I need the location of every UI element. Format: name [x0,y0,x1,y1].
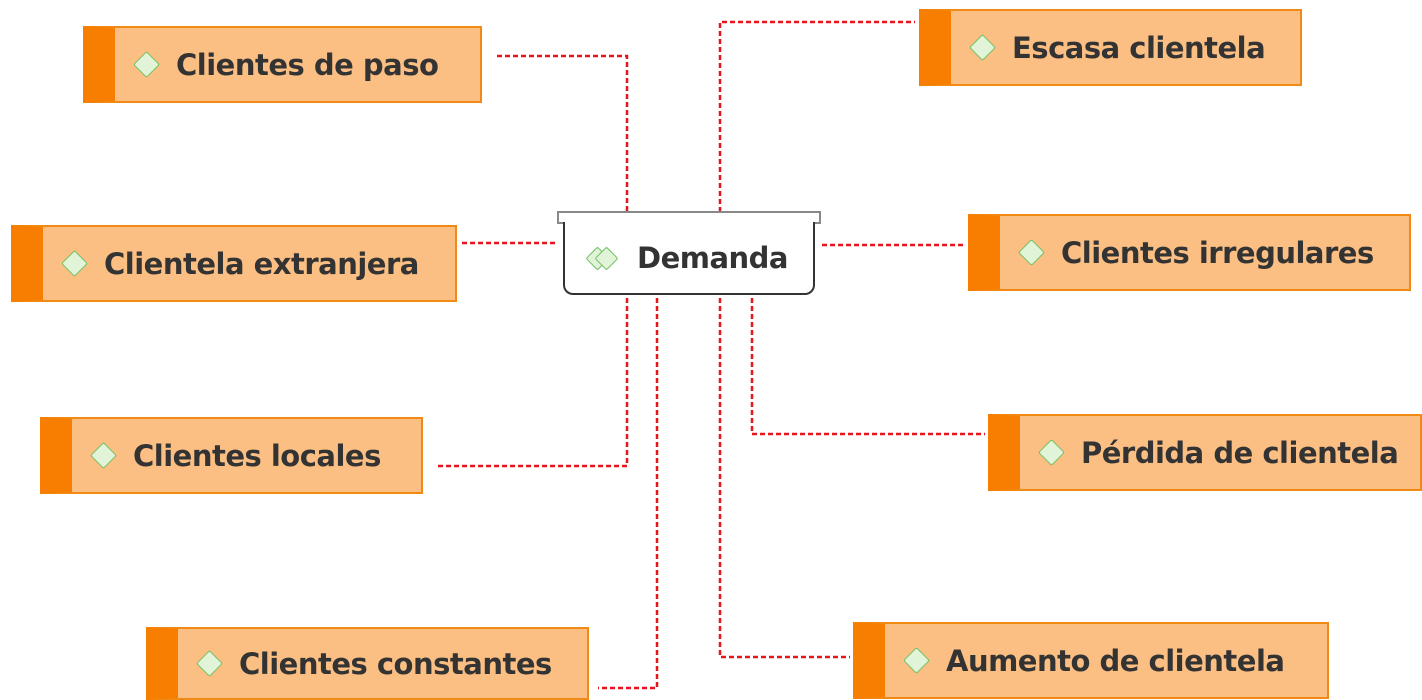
diamond-icon [1038,439,1065,466]
diamond-icon [969,34,996,61]
topic-clientes-irregulares[interactable]: Clientes irregulares [968,214,1411,291]
topic-label: Clientes de paso [176,47,439,82]
connector-clientes-locales [435,298,629,468]
topic-clientes-locales[interactable]: Clientes locales [40,417,423,494]
topic-clientes-constantes[interactable]: Clientes constantes [146,627,589,700]
topic-label: Clientes irregulares [1061,235,1374,270]
topic-escasa-clientela[interactable]: Escasa clientela [919,9,1302,86]
topic-label: Aumento de clientela [946,643,1285,678]
connector-clientes-de-paso [497,54,629,212]
connector-perdida-de-clientela [750,298,985,436]
diamond-icon [90,442,117,469]
connector-clientes-constantes [598,298,659,690]
topic-perdida-de-clientela[interactable]: Pérdida de clientela [988,414,1422,491]
connector-escasa-clientela [718,20,915,212]
diamond-icon [196,650,223,677]
diamond-icon [1018,239,1045,266]
topic-clientela-extranjera[interactable]: Clientela extranjera [11,225,457,302]
topic-label: Clientela extranjera [104,246,419,281]
diamond-icon [133,51,160,78]
topic-aumento-de-clientela[interactable]: Aumento de clientela [853,622,1329,699]
topic-label: Clientes constantes [239,646,552,681]
topic-label: Clientes locales [133,438,381,473]
central-topic-label: Demanda [637,240,789,275]
double-diamond-icon [585,242,623,274]
diamond-icon [903,647,930,674]
diamond-icon [61,250,88,277]
connector-aumento-de-clientela [718,298,850,659]
topic-label: Pérdida de clientela [1081,435,1399,470]
topic-label: Escasa clientela [1012,30,1266,65]
central-topic[interactable]: Demanda [563,222,815,295]
topic-clientes-de-paso[interactable]: Clientes de paso [83,26,482,103]
